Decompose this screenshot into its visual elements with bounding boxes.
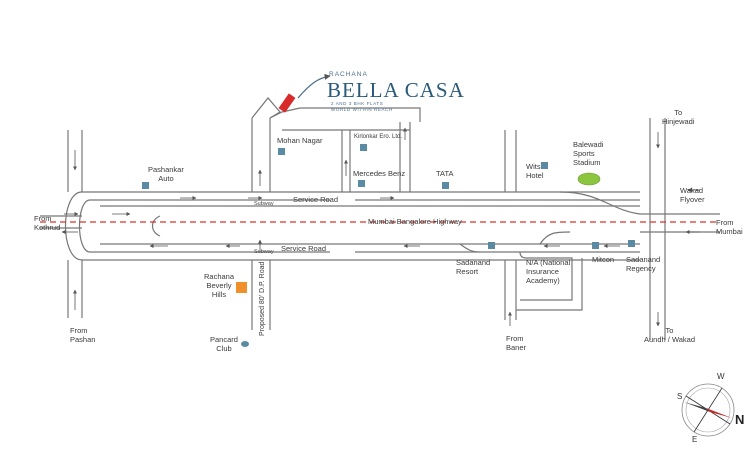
kirloskar-marker [360, 144, 367, 151]
brand-tagline-2: WORLD WITHIN REACH [331, 107, 393, 112]
mercedes-marker [358, 180, 365, 187]
pashankar-marker [142, 182, 149, 189]
label-service-road-top: Service Road [293, 195, 339, 204]
compass [681, 383, 735, 437]
mitcon-marker [592, 242, 599, 249]
brand-name: BELLA CASA [327, 78, 465, 102]
sadanand-resort-marker [488, 242, 495, 249]
label-dp-road: Proposed 80' D.P. Road [259, 261, 266, 336]
wits-marker [541, 162, 548, 169]
road-network [40, 97, 720, 340]
pancard-club-marker [241, 341, 249, 347]
label-subway-top: Subway [254, 201, 274, 207]
landmark-markers [142, 144, 635, 249]
label-highway: Mumbai Bangalore Highway [368, 217, 462, 226]
brand-top: RACHANA [329, 71, 368, 78]
label-kirloskar: Kirlonkar Ero. Ltd. [354, 134, 403, 140]
label-tata: TATA [436, 169, 454, 178]
label-service-road-bottom: Service Road [281, 244, 327, 253]
compass-w: W [717, 372, 725, 381]
label-mercedes: Mercedes Benz [353, 169, 406, 178]
mohan-nagar-marker [278, 148, 285, 155]
rachana-beverly-marker [236, 282, 247, 293]
label-subway-bottom: Subway [254, 249, 274, 255]
compass-e: E [692, 435, 698, 444]
tata-marker [442, 182, 449, 189]
project-marker [278, 93, 296, 113]
direction-arrows [61, 127, 700, 327]
label-mitcon: Mitcon [592, 255, 615, 264]
brand-tagline-1: 2 AND 3 BHK FLATS [331, 101, 384, 106]
stadium-marker [577, 172, 601, 186]
label-mohan-nagar: Mohan Nagar [277, 136, 323, 145]
compass-n: N [735, 412, 745, 427]
brand-arrow [297, 73, 331, 99]
sadanand-regency-marker [628, 240, 635, 247]
compass-s: S [677, 392, 683, 401]
